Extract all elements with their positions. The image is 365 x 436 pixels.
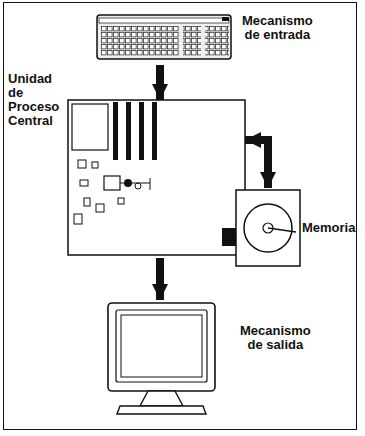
input-device: Mecanismo de entrada [92,10,335,65]
monitor-drawing [108,303,215,414]
node-label: Mecanismo de salida [240,324,311,352]
flow-arrow [156,65,164,100]
motherboard-drawing [68,100,245,255]
keyboard-drawing [97,15,231,59]
node-label: Memoria [302,221,355,235]
node-label: Mecanismo de entrada [242,14,313,42]
flow-arrow [245,140,268,188]
output-device: Mecanismo de salida [100,300,315,420]
memory-disk: Memoria [222,188,360,268]
flow-arrow [156,258,164,300]
disk-drawing [222,190,300,266]
cpu-board: Unidad de Proceso Central [5,100,245,258]
node-label: Unidad de Proceso Central [8,72,70,128]
